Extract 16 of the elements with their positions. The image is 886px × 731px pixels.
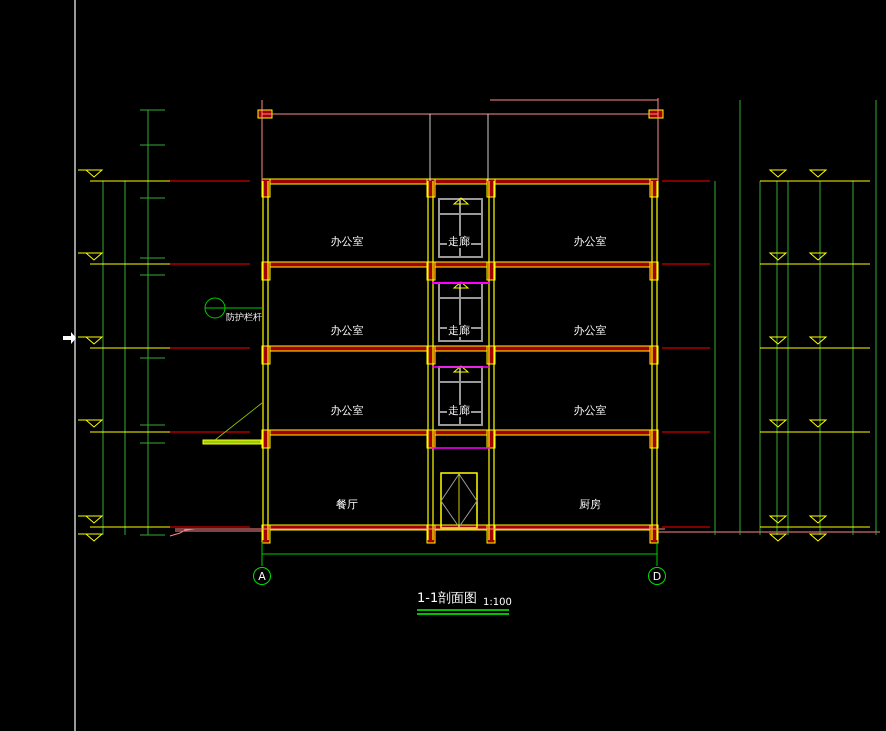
- room-label: 办公室: [330, 404, 364, 418]
- axis-bubble: A: [253, 567, 271, 585]
- room-label: 办公室: [330, 236, 364, 248]
- room-label: 走廊: [447, 404, 471, 418]
- room-label: 走廊: [447, 236, 471, 248]
- scale-label: 1:100: [483, 597, 512, 608]
- room-label: 办公室: [572, 404, 608, 418]
- axis-bubble: D: [648, 567, 666, 585]
- drawing-title: 1-1剖面图: [417, 592, 478, 606]
- room-label: 走廊: [447, 324, 471, 338]
- room-label: 餐厅: [335, 498, 359, 512]
- room-label: 办公室: [330, 324, 364, 338]
- room-label: 办公室: [572, 324, 608, 338]
- room-label: 厨房: [578, 498, 602, 512]
- callout-note: 防护栏杆: [226, 314, 262, 324]
- room-label: 办公室: [572, 236, 608, 248]
